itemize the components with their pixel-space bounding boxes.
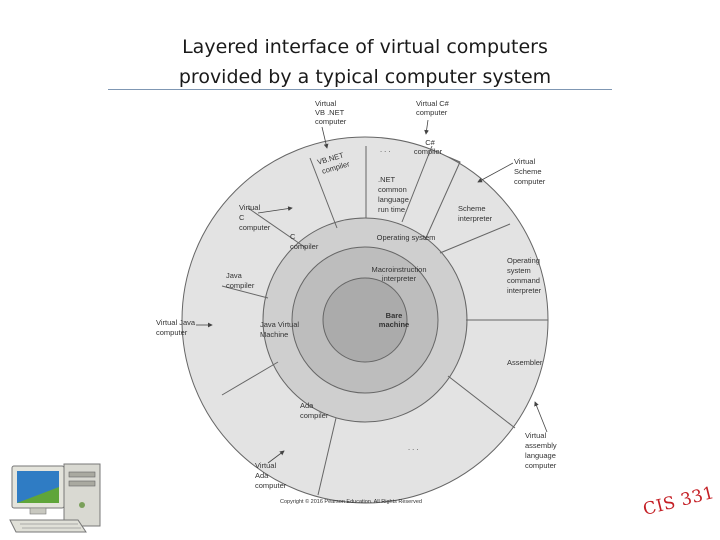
svg-text:computer: computer <box>239 223 271 232</box>
svg-text:Bare: Bare <box>386 311 403 320</box>
svg-text:compiler: compiler <box>226 281 255 290</box>
svg-text:C: C <box>290 232 296 241</box>
svg-text:interpreter: interpreter <box>507 286 542 295</box>
virtual-scheme-computer-label: Virtual Scheme computer <box>514 157 546 186</box>
svg-text:Virtual: Virtual <box>315 99 336 108</box>
svg-text:language: language <box>525 451 556 460</box>
svg-text:compiler: compiler <box>300 411 329 420</box>
clr-label: .NET common language run time <box>378 175 409 214</box>
svg-text:Scheme: Scheme <box>458 204 486 213</box>
svg-text:interpreter: interpreter <box>458 214 493 223</box>
slide-title: Layered interface of virtual computers p… <box>100 32 630 92</box>
svg-text:Java: Java <box>226 271 243 280</box>
svg-text:computer: computer <box>255 481 287 490</box>
virtual-java-computer-label: Virtual Java computer <box>156 318 196 337</box>
assembler-label: Assembler <box>507 358 543 367</box>
svg-text:run time: run time <box>378 205 405 214</box>
virtual-c-computer-label: Virtual C computer <box>239 203 271 232</box>
os-label: Operating system <box>377 233 436 242</box>
svg-text:computer: computer <box>416 108 448 117</box>
svg-text:Virtual: Virtual <box>525 431 546 440</box>
svg-text:common: common <box>378 185 407 194</box>
svg-text:machine: machine <box>379 320 409 329</box>
scheme-interpreter-label: Scheme interpreter <box>458 204 493 223</box>
pointer-arrows <box>196 119 548 464</box>
svg-text:system: system <box>507 266 531 275</box>
svg-text:Scheme: Scheme <box>514 167 542 176</box>
svg-text:Operating: Operating <box>507 256 540 265</box>
virtual-assembly-computer-label: Virtual assembly language computer <box>525 431 557 470</box>
svg-text:Virtual Java: Virtual Java <box>156 318 196 327</box>
core-label: Bare machine <box>379 311 409 329</box>
svg-text:Virtual: Virtual <box>239 203 260 212</box>
java-compiler-label: Java compiler <box>226 271 255 290</box>
os-command-interpreter-label: Operating system command interpreter <box>507 256 542 295</box>
virtual-ada-computer-label: Virtual Ada computer <box>255 461 287 490</box>
jvm-label: Java Virtual Machine <box>260 320 299 339</box>
svg-text:Machine: Machine <box>260 330 288 339</box>
ada-compiler-label: Ada compiler <box>300 401 329 420</box>
svg-text:Ada: Ada <box>300 401 314 410</box>
svg-text:computer: computer <box>315 117 347 126</box>
macroinstruction-label: Macroinstruction interpreter <box>371 265 426 283</box>
svg-text:computer: computer <box>156 328 188 337</box>
svg-text:compiler: compiler <box>414 147 443 156</box>
svg-text:interpreter: interpreter <box>382 274 417 283</box>
computer-icon <box>9 463 101 533</box>
dots-top: . . . <box>380 145 390 154</box>
svg-text:Virtual C#: Virtual C# <box>416 99 450 108</box>
svg-text:C: C <box>239 213 245 222</box>
dots-bottom: . . . <box>408 443 418 452</box>
virtual-vbnet-computer-label: Virtual VB .NET computer <box>315 99 347 126</box>
svg-text:Macroinstruction: Macroinstruction <box>371 265 426 274</box>
svg-text:VB .NET: VB .NET <box>315 108 345 117</box>
title-line-1: Layered interface of virtual computers <box>182 36 548 58</box>
cs-compiler-label: C# compiler <box>414 138 443 156</box>
svg-text:assembly: assembly <box>525 441 557 450</box>
bare-machine-core <box>322 277 408 363</box>
svg-text:C#: C# <box>425 138 435 147</box>
svg-text:language: language <box>378 195 409 204</box>
svg-text:compiler: compiler <box>290 242 319 251</box>
svg-text:Java Virtual: Java Virtual <box>260 320 299 329</box>
c-compiler-label: C compiler <box>290 232 319 251</box>
svg-text:Virtual: Virtual <box>514 157 535 166</box>
svg-text:computer: computer <box>525 461 557 470</box>
sector-dividers <box>221 145 548 496</box>
title-divider <box>108 89 612 90</box>
svg-text:command: command <box>507 276 540 285</box>
virtual-cs-computer-label: Virtual C# computer <box>416 99 450 117</box>
svg-text:Virtual: Virtual <box>255 461 276 470</box>
copyright-notice: Copyright © 2016 Pearson Education. All … <box>280 498 422 505</box>
svg-text:Ada: Ada <box>255 471 269 480</box>
svg-text:.NET: .NET <box>378 175 396 184</box>
title-line-2: provided by a typical computer system <box>178 66 552 88</box>
svg-text:computer: computer <box>514 177 546 186</box>
